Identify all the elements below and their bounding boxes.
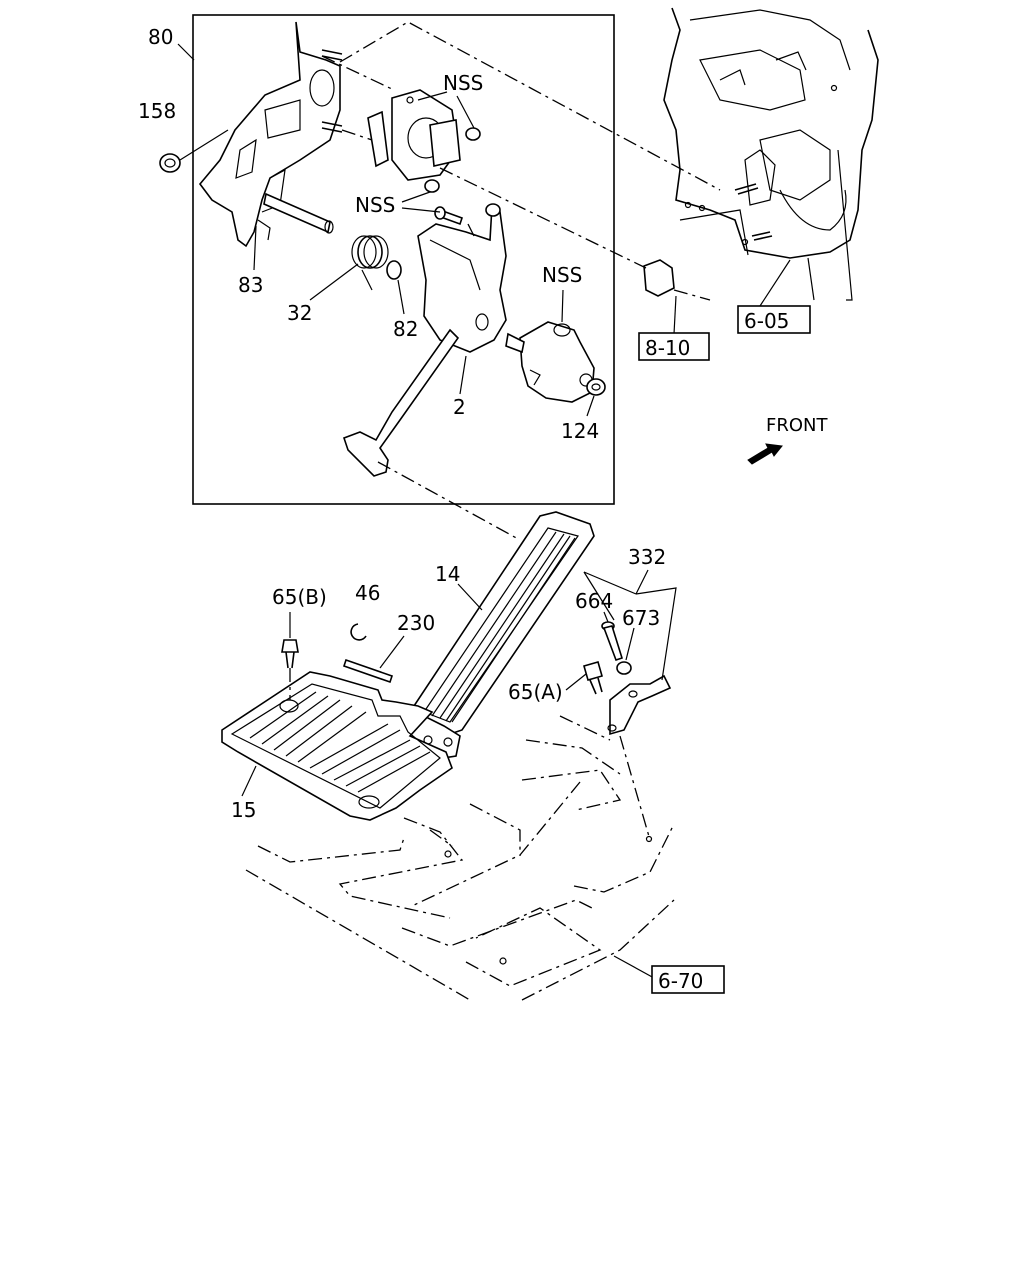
callout-65b: 65(B) — [272, 585, 327, 609]
ref-box-8-10-frame — [638, 332, 710, 361]
nss-nut-1 — [465, 127, 481, 141]
nut-158 — [159, 153, 181, 173]
nss-nut-2 — [424, 179, 440, 193]
callout-15: 15 — [231, 798, 256, 822]
nut-673 — [616, 661, 632, 675]
stopper-bracket-332 — [607, 674, 672, 736]
pin-230 — [342, 658, 394, 684]
ref-box-6-70-frame — [651, 965, 725, 994]
ref-6-70: 6-70 — [658, 969, 703, 993]
callout-46: 46 — [355, 581, 380, 605]
callout-nss-middle: NSS — [355, 193, 395, 217]
clip-46 — [350, 623, 367, 641]
ref-box-6-05-frame — [737, 305, 811, 334]
callout-158: 158 — [138, 99, 176, 123]
dash-panel-structure — [663, 7, 879, 301]
floor-plate-15 — [221, 671, 453, 821]
callout-124: 124 — [561, 419, 599, 443]
callout-664: 664 — [575, 589, 613, 613]
front-label: FRONT — [766, 415, 828, 436]
pedal-sensor-assembly — [367, 89, 461, 181]
bolt-65b — [281, 639, 299, 669]
spring-32 — [351, 235, 389, 291]
pedal-arm-2 — [342, 203, 507, 477]
callout-83: 83 — [238, 273, 263, 297]
callout-32: 32 — [287, 301, 312, 325]
accelerator-pedal-14 — [409, 511, 595, 737]
leader-lines — [177, 21, 791, 979]
callout-332: 332 — [628, 545, 666, 569]
callout-2: 2 — [453, 395, 466, 419]
nss-sensor-module — [505, 321, 595, 403]
callout-nss-upper: NSS — [443, 71, 483, 95]
ref-8-10: 8-10 — [645, 336, 690, 360]
front-arrow-icon — [747, 443, 783, 465]
callout-65a: 65(A) — [508, 680, 563, 704]
nss-bolt — [434, 206, 464, 226]
callout-82: 82 — [393, 317, 418, 341]
pedal-bracket-80 — [198, 21, 343, 248]
callout-14: 14 — [435, 562, 460, 586]
bolt-664 — [601, 621, 623, 662]
nut-124 — [586, 378, 606, 396]
bolt-65a — [583, 661, 603, 695]
callout-230: 230 — [397, 611, 435, 635]
shaft-83 — [263, 192, 334, 234]
floor-panel — [245, 739, 675, 1001]
callout-673: 673 — [622, 606, 660, 630]
assembly-inset-frame — [192, 14, 615, 505]
callout-nss-lower: NSS — [542, 263, 582, 287]
callout-80: 80 — [148, 25, 173, 49]
bushing-82 — [386, 260, 402, 280]
harness-connector — [643, 259, 711, 301]
ref-6-05: 6-05 — [744, 309, 789, 333]
